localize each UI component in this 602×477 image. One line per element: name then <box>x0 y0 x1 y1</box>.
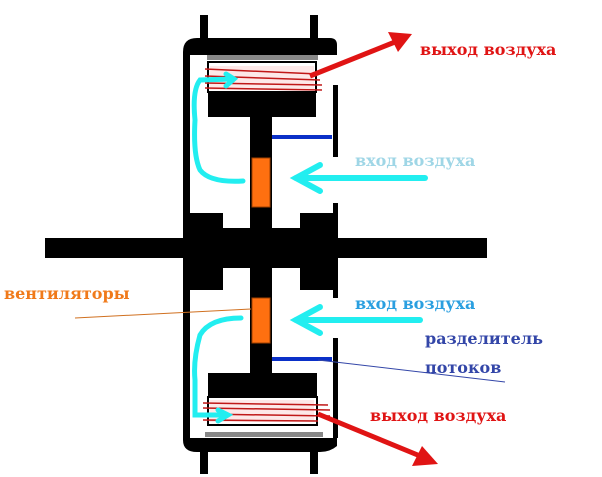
outlet-arrow-bottom <box>317 411 438 466</box>
inlet-arrow-bottom <box>289 304 423 336</box>
rotor <box>183 61 338 426</box>
internal-airflow <box>191 71 246 424</box>
seal-strip-top <box>207 55 318 60</box>
fan-bottom <box>251 297 271 344</box>
label-inlet-bottom: вход воздуха <box>355 294 476 313</box>
divider-leader-line <box>317 359 506 383</box>
flow-divider-top <box>272 135 332 139</box>
inlet-arrow-top <box>289 162 428 194</box>
seal-strip-bottom <box>205 432 323 437</box>
mount-posts <box>200 15 318 474</box>
label-fans: вентиляторы <box>4 284 130 303</box>
fan-top <box>251 157 271 208</box>
label-outlet-top: выход воздуха <box>420 40 557 59</box>
fans-leader-line <box>74 308 252 319</box>
label-inlet-top: вход воздуха <box>355 151 476 170</box>
outlet-arrow-top <box>309 32 412 79</box>
label-outlet-bottom: выход воздуха <box>370 406 507 425</box>
flow-divider-bottom <box>272 357 332 361</box>
label-divider-line2: потоков <box>425 358 502 377</box>
label-divider-line1: разделитель <box>425 329 543 348</box>
